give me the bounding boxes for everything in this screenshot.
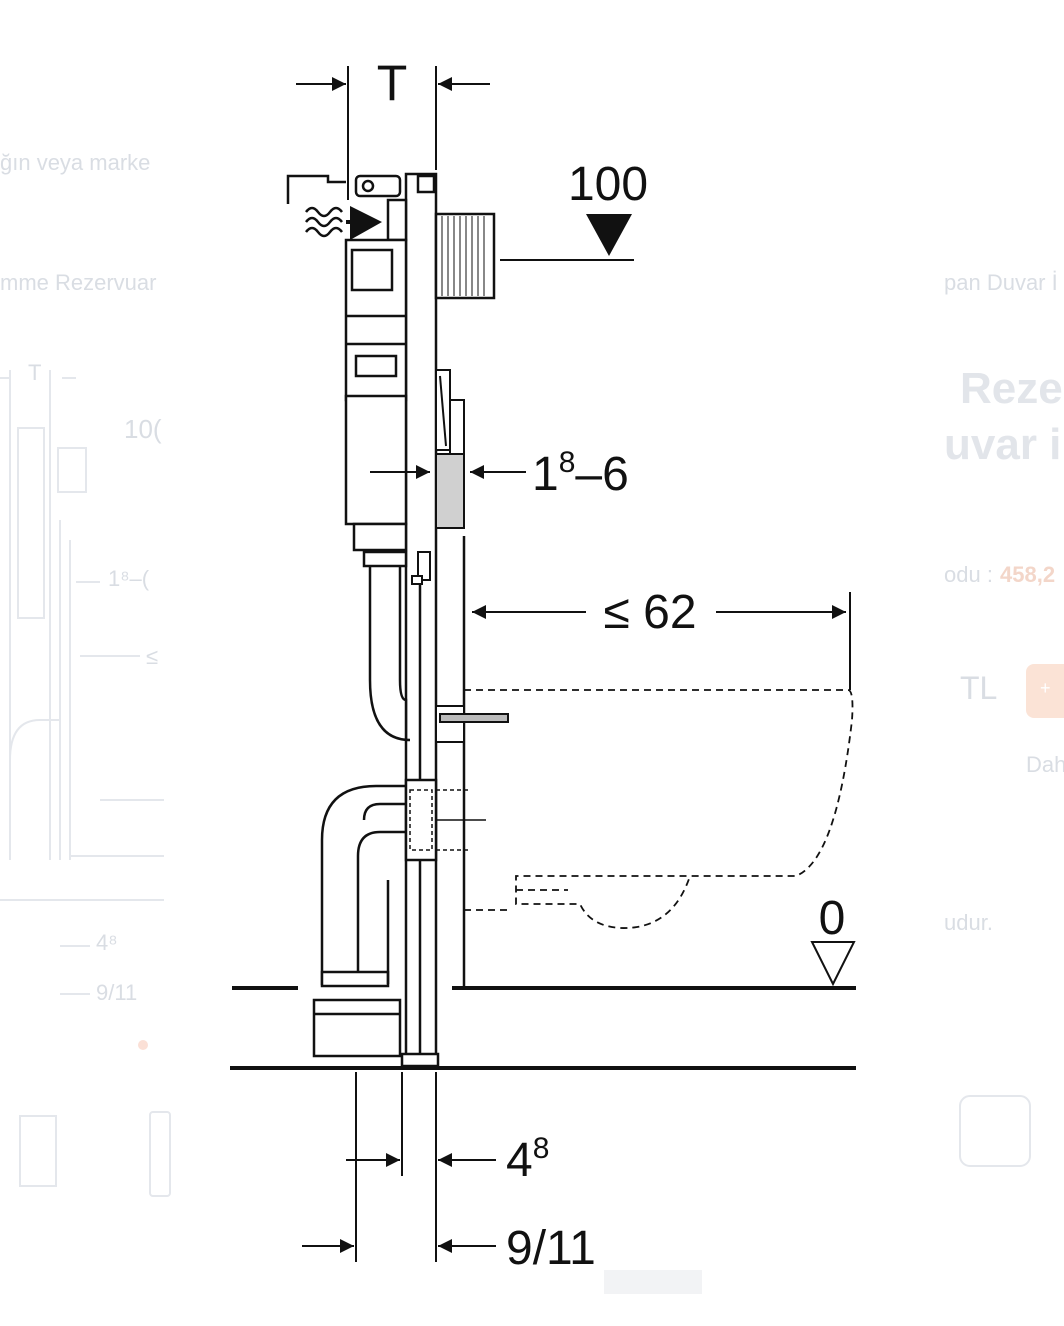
label-wall-end: –6 — [575, 448, 628, 501]
label-depth: ≤ 62 — [603, 586, 696, 639]
floor-lines — [230, 986, 856, 1070]
waste-elbow — [320, 778, 438, 988]
background-currency: TL — [960, 670, 998, 706]
label-foot: 48 — [506, 1132, 549, 1187]
label-foot-sup: 8 — [533, 1132, 550, 1165]
background-badge: + — [1026, 664, 1064, 718]
background-note: udur. — [944, 910, 993, 935]
label-floor-zero: 0 — [819, 892, 846, 945]
background-price-label: odu : — [944, 562, 993, 587]
background-price-value: 458,2 — [1000, 562, 1056, 587]
waste-connector-detail — [409, 789, 486, 851]
dimension-t — [296, 66, 490, 200]
inlet-arrow-icon — [350, 206, 382, 240]
background-more: Dah — [1026, 752, 1064, 777]
flush-plate — [434, 212, 496, 300]
label-t: T — [377, 55, 408, 111]
background-thumb-48: 4⁸ — [96, 930, 118, 955]
cart-icon: + — [1040, 678, 1051, 698]
label-wall-thickness: 18–6 — [532, 446, 629, 501]
background-text-right-1: pan Duvar İ — [944, 270, 1058, 295]
cistern — [344, 198, 408, 552]
label-100: 100 — [568, 158, 648, 211]
label-foot-main: 4 — [506, 1134, 533, 1187]
dimension-depth — [472, 592, 851, 690]
background-thumb-911: 9/11 — [96, 980, 138, 1005]
label-wall-main: 1 — [532, 448, 559, 501]
background-text-left-2: mme Rezervuar — [0, 270, 157, 295]
background-title-2: uvar i — [944, 420, 1062, 469]
label-wall-sup: 8 — [559, 446, 576, 479]
background-text-left-1: ğın veya marke — [0, 150, 151, 175]
frame-connectors — [411, 551, 509, 743]
wall-panel — [435, 369, 465, 529]
background-title-1: Reze — [960, 364, 1063, 413]
height-marker-100 — [500, 214, 634, 261]
wc-bowl-outline — [464, 689, 854, 929]
background-thumb-100: 10( — [124, 414, 162, 444]
label-bottom: 9/11 — [506, 1222, 596, 1275]
background-thumb-62: ≤ — [146, 644, 159, 669]
waste-cap — [312, 998, 402, 1058]
floor-level-marker — [810, 941, 856, 987]
background-thumb-18: 1⁸–( — [108, 566, 150, 591]
water-inlet — [286, 174, 402, 238]
background-thumb-t: T — [28, 360, 42, 385]
mounting-frame — [400, 172, 440, 1068]
dimension-bottom — [302, 1072, 496, 1262]
flush-pipe — [362, 550, 411, 742]
